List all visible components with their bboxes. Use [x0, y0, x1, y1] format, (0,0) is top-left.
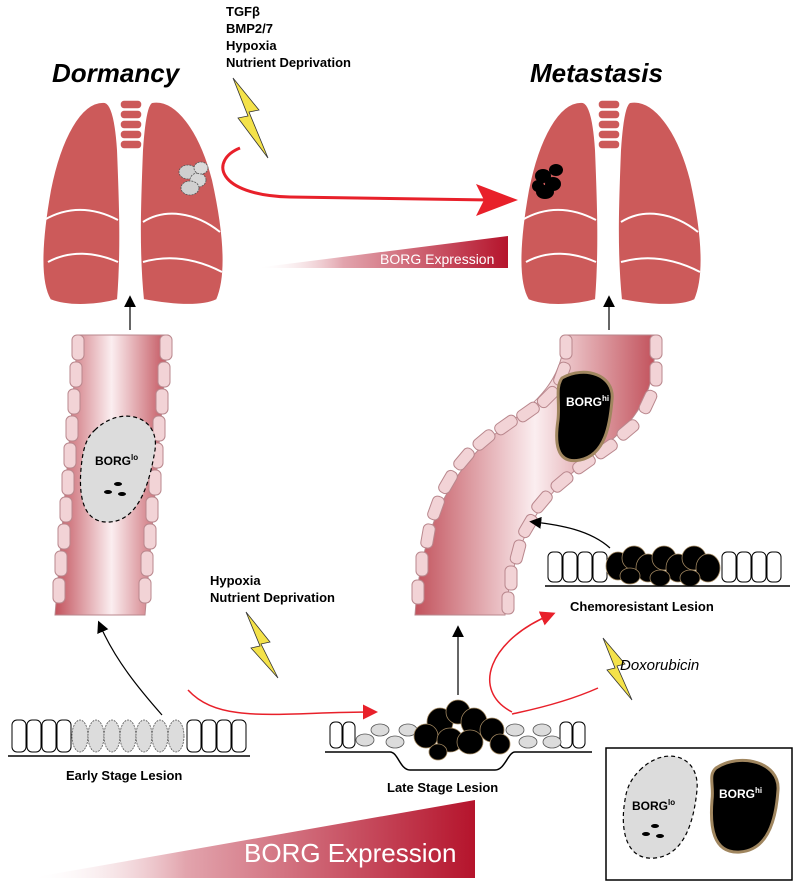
stimulus-nutrient: Nutrient Deprivation [226, 55, 351, 70]
stimulus-mid-nutrient: Nutrient Deprivation [210, 590, 335, 605]
arrow-early-to-vessel [97, 620, 163, 716]
borg-expression-label-bottom: BORG Expression [244, 838, 456, 868]
stimulus-hypoxia: Hypoxia [226, 38, 277, 53]
lungs-dormancy [41, 99, 225, 306]
early-stage-lesion-label: Early Stage Lesion [66, 768, 182, 783]
lightning-bolt-icon [232, 77, 269, 159]
stimulus-tgfb: TGFβ [226, 4, 260, 19]
legend-borg-hi-label: BORGhi [719, 786, 762, 801]
red-arrowhead-icon [476, 184, 518, 216]
red-arrow-dormancy-to-metastasis [221, 146, 491, 202]
stimulus-bmp: BMP2/7 [226, 21, 273, 36]
borg-expression-label-top: BORG Expression [380, 251, 494, 267]
early-stage-lesion: Early Stage Lesion [8, 719, 250, 783]
stimulus-mid-hypoxia: Hypoxia [210, 573, 261, 588]
red-arrow-early-to-late [187, 689, 378, 720]
late-stage-lesion: Late Stage Lesion [325, 699, 592, 795]
borg-expression-gradient-bottom [30, 800, 475, 878]
borg-lo-cell [79, 415, 156, 523]
blood-vessel-left: BORGlo [52, 334, 173, 616]
lightning-bolt-doxorubicin-icon [602, 637, 633, 701]
borg-hi-cell [555, 370, 614, 463]
lungs-metastasis [519, 99, 703, 306]
borg-hi-cell-label: BORGhi [566, 394, 609, 409]
doxorubicin-label: Doxorubicin [620, 657, 699, 674]
late-stage-lesion-label: Late Stage Lesion [387, 780, 498, 795]
legend-borg-lo-cell [622, 755, 698, 859]
legend-box: BORGlo BORGhi [605, 747, 793, 881]
lightning-bolt-mid-icon [245, 611, 279, 679]
metastatic-cells-cluster [532, 164, 563, 199]
borg-lo-cell-label: BORGlo [95, 453, 138, 468]
legend-borg-hi-cell [709, 758, 780, 854]
title-metastasis: Metastasis [530, 58, 663, 88]
arrow-chemo-to-vessel [529, 516, 611, 549]
red-arrow-late-to-chemo [489, 611, 556, 713]
chemoresistant-lesion-label: Chemoresistant Lesion [570, 599, 714, 614]
borg-expression-gradient-top [255, 236, 508, 268]
title-dormancy: Dormancy [52, 58, 181, 88]
red-arrow-doxorubicin-link [511, 687, 599, 715]
stimuli-top-list: TGFβ BMP2/7 Hypoxia Nutrient Deprivation [226, 4, 351, 70]
dormant-cells-cluster [178, 161, 209, 196]
legend-borg-lo-label: BORGlo [632, 798, 675, 813]
chemoresistant-lesion: Chemoresistant Lesion [545, 545, 790, 614]
blood-vessel-right: BORGhi [411, 334, 663, 616]
